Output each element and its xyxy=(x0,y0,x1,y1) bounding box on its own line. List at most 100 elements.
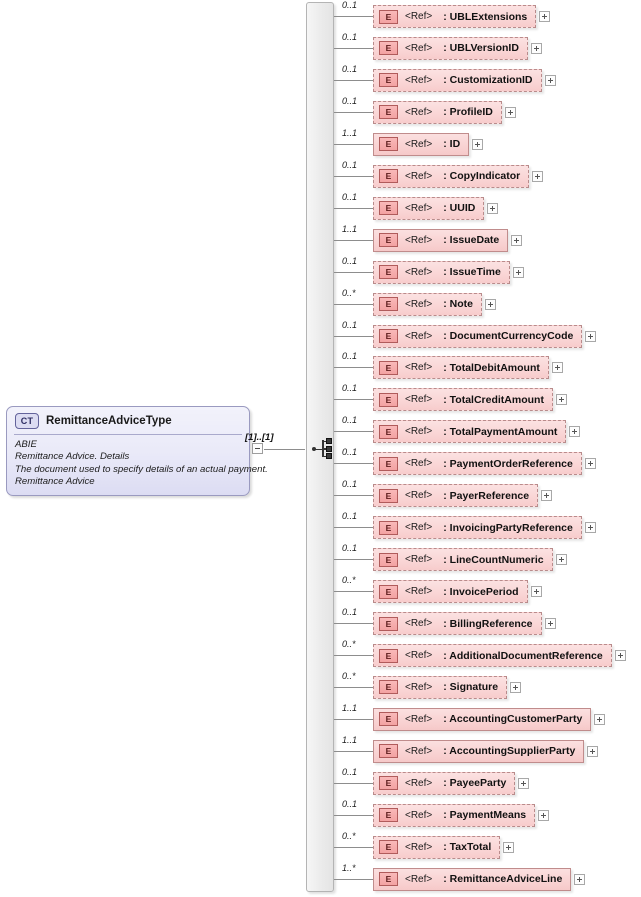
sequence-icon[interactable] xyxy=(312,437,334,461)
element-name: : UBLExtensions xyxy=(443,10,528,23)
element-name: : PaymentOrderReference xyxy=(443,457,573,470)
element-node[interactable]: E<Ref>: ProfileID xyxy=(373,100,502,124)
element-badge-icon: E xyxy=(379,169,398,184)
expand-plus-icon[interactable] xyxy=(574,873,586,885)
expand-plus-icon[interactable] xyxy=(503,841,515,853)
element-ref-label: <Ref> xyxy=(405,74,433,86)
element-node[interactable]: E<Ref>: UUID xyxy=(373,196,485,220)
element-node[interactable]: E<Ref>: InvoicingPartyReference xyxy=(373,516,582,540)
element-ref-label: <Ref> xyxy=(405,650,433,661)
element-node[interactable]: E<Ref>: AdditionalDocumentReference xyxy=(373,644,612,667)
expand-plus-icon[interactable] xyxy=(584,458,596,470)
element-badge-icon: E xyxy=(379,520,398,535)
element-node[interactable]: E<Ref>: AccountingCustomerParty xyxy=(373,707,592,731)
element-node[interactable]: E<Ref>: DocumentCurrencyCode xyxy=(373,324,583,348)
element-node[interactable]: E<Ref>: TotalDebitAmount xyxy=(373,356,549,380)
element-badge-icon: E xyxy=(379,41,398,56)
expand-plus-icon[interactable] xyxy=(541,490,553,502)
expand-plus-icon[interactable] xyxy=(485,298,496,310)
element-node[interactable]: E<Ref>: IssueTime xyxy=(373,260,510,284)
element-name: : CopyIndicator xyxy=(443,170,521,183)
expand-plus-icon[interactable] xyxy=(512,266,524,278)
element-node[interactable]: E<Ref>: Note xyxy=(373,292,482,316)
element-node[interactable]: E<Ref>: PayeeParty xyxy=(373,771,516,795)
element-name: : CustomizationID xyxy=(443,74,533,87)
element-name: : InvoicePeriod xyxy=(443,585,519,598)
expand-plus-icon[interactable] xyxy=(594,713,606,725)
element-node[interactable]: E<Ref>: AccountingSupplierParty xyxy=(373,739,585,763)
connector-line xyxy=(334,718,373,720)
element-ref-label: <Ref> xyxy=(405,362,433,374)
element-name: : ProfileID xyxy=(443,106,493,119)
expand-plus-icon[interactable] xyxy=(487,202,499,214)
expand-plus-icon[interactable] xyxy=(530,586,542,598)
element-badge-icon: E xyxy=(379,808,398,823)
occurrence-label: 0..1 xyxy=(342,447,358,458)
occurrence-label: 0..1 xyxy=(342,511,358,522)
expand-plus-icon[interactable] xyxy=(569,426,581,438)
expand-plus-icon[interactable] xyxy=(544,618,556,630)
expand-plus-icon[interactable] xyxy=(544,74,556,86)
element-badge-icon: E xyxy=(379,776,398,791)
connector-line xyxy=(334,239,373,241)
element-badge-icon: E xyxy=(379,744,398,759)
element-node[interactable]: E<Ref>: BillingReference xyxy=(373,612,542,636)
occurrence-label: 1..* xyxy=(342,862,356,873)
element-ref-label: <Ref> xyxy=(405,138,433,150)
expand-plus-icon[interactable] xyxy=(587,745,599,757)
element-node[interactable]: E<Ref>: InvoicePeriod xyxy=(373,580,528,604)
element-name: : UBLVersionID xyxy=(443,42,519,55)
element-node[interactable]: E<Ref>: TotalCreditAmount xyxy=(373,388,553,412)
expand-plus-icon[interactable] xyxy=(555,394,567,406)
expand-plus-icon[interactable] xyxy=(539,11,551,22)
element-badge-icon: E xyxy=(379,329,398,343)
element-node[interactable]: E<Ref>: UBLExtensions xyxy=(373,5,537,28)
expand-plus-icon[interactable] xyxy=(504,106,516,118)
occurrence-label: 0..1 xyxy=(342,319,358,330)
element-ref-label: <Ref> xyxy=(405,170,433,182)
expand-plus-icon[interactable] xyxy=(518,777,530,789)
expand-plus-icon[interactable] xyxy=(530,42,542,54)
element-ref-label: <Ref> xyxy=(405,490,433,502)
expand-plus-icon[interactable] xyxy=(510,681,522,693)
expand-plus-icon[interactable] xyxy=(538,809,550,821)
expand-plus-icon[interactable] xyxy=(555,554,567,566)
element-node[interactable]: E <Ref> : UBLVersionID xyxy=(373,36,528,60)
element-node[interactable]: E<Ref>: Signature xyxy=(373,675,508,699)
expand-plus-icon[interactable] xyxy=(614,650,626,661)
element-node[interactable]: E<Ref>: ID xyxy=(373,132,470,156)
occurrence-label: 0..* xyxy=(342,287,356,298)
element-node[interactable]: E<Ref>: LineCountNumeric xyxy=(373,548,553,572)
element-node[interactable]: E<Ref>: PaymentOrderReference xyxy=(373,452,582,476)
expand-plus-icon[interactable] xyxy=(511,234,523,246)
element-node[interactable]: E<Ref>: RemittanceAdviceLine xyxy=(373,867,572,891)
occurrence-label: 0..1 xyxy=(342,351,358,362)
element-node[interactable]: E<Ref>: PaymentMeans xyxy=(373,803,536,827)
documentation-line: Remittance Advice. Details xyxy=(15,451,130,463)
occurrence-label: 0..1 xyxy=(342,415,358,426)
expand-plus-icon[interactable] xyxy=(551,362,563,374)
element-badge-icon: E xyxy=(379,712,398,727)
collapse-minus-icon[interactable] xyxy=(252,443,263,454)
complex-type-box[interactable]: CT RemittanceAdviceType ABIE Remittance … xyxy=(6,406,268,497)
element-node[interactable]: E<Ref>: CustomizationID xyxy=(373,68,542,92)
element-node[interactable]: E<Ref>: TotalPaymentAmount xyxy=(373,420,567,444)
element-ref-label: <Ref> xyxy=(405,106,433,118)
element-badge-icon: E xyxy=(379,648,398,663)
element-name: : PayeeParty xyxy=(443,777,507,790)
connector-line xyxy=(334,399,373,401)
element-node[interactable]: E<Ref>: TaxTotal xyxy=(373,835,501,859)
expand-plus-icon[interactable] xyxy=(584,522,596,534)
element-ref-label: <Ref> xyxy=(405,266,433,278)
expand-plus-icon[interactable] xyxy=(472,138,484,150)
element-node[interactable]: E<Ref>: IssueDate xyxy=(373,228,509,252)
occurrence-label: 0..1 xyxy=(342,766,358,777)
expand-plus-icon[interactable] xyxy=(585,330,597,342)
element-node[interactable]: E<Ref>: PayerReference xyxy=(373,484,539,508)
element-ref-label: <Ref> xyxy=(405,298,433,310)
element-name: : BillingReference xyxy=(443,617,533,630)
expand-plus-icon[interactable] xyxy=(532,170,544,182)
element-ref-label: <Ref> xyxy=(405,42,433,54)
element-node[interactable]: E <Ref> : CopyIndicator xyxy=(373,164,530,188)
